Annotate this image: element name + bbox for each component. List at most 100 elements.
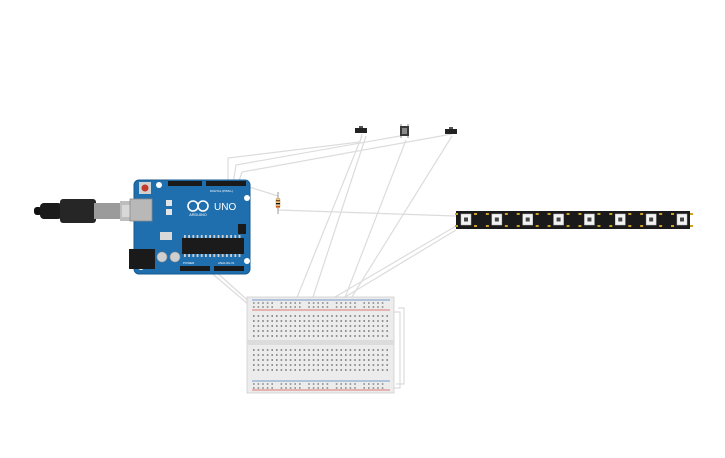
breadboard-hole xyxy=(266,349,269,351)
breadboard-hole xyxy=(322,335,324,337)
breadboard-hole xyxy=(386,335,388,337)
breadboard-hole xyxy=(354,302,356,304)
breadboard-hole xyxy=(377,354,379,356)
breadboard-hole xyxy=(262,302,264,304)
breadboard-hole xyxy=(331,364,333,366)
breadboard-hole xyxy=(289,320,292,322)
breadboard-hole xyxy=(271,335,273,337)
wire[interactable] xyxy=(311,135,367,301)
breadboard-hole xyxy=(354,387,356,389)
breadboard-hole xyxy=(299,335,301,337)
breadboard-hole xyxy=(331,325,333,327)
slide-switch-icon[interactable] xyxy=(445,127,457,134)
led-pad xyxy=(455,225,458,227)
breadboard-hole xyxy=(381,359,384,361)
wire[interactable] xyxy=(277,209,457,217)
breadboard-hole xyxy=(285,364,287,366)
usb-jack xyxy=(129,198,153,222)
breadboard-hole xyxy=(335,302,338,304)
breadboard-hole xyxy=(386,325,388,327)
breadboard-hole xyxy=(340,354,342,356)
breadboard-hole xyxy=(349,359,352,361)
breadboard-hole xyxy=(386,369,388,371)
breadboard-hole xyxy=(299,315,301,317)
microcontroller-chip xyxy=(182,238,244,254)
reset-button-icon[interactable] xyxy=(139,182,151,194)
breadboard-hole xyxy=(358,320,361,322)
power-label: POWER xyxy=(183,261,195,265)
led-die xyxy=(587,217,592,222)
breadboard-hole xyxy=(253,335,255,337)
breadboard-hole xyxy=(358,369,361,371)
breadboard-hole xyxy=(253,383,255,385)
wire[interactable] xyxy=(232,135,401,185)
pushbutton-icon[interactable] xyxy=(400,124,409,138)
breadboard-hole xyxy=(372,364,375,366)
breadboard-hole xyxy=(377,335,379,337)
breadboard-hole xyxy=(340,325,342,327)
breadboard-hole xyxy=(340,320,342,322)
crystal xyxy=(160,232,172,240)
breadboard-hole xyxy=(276,325,278,327)
wire[interactable] xyxy=(329,225,457,301)
breadboard-hole xyxy=(312,315,315,317)
mounting-hole xyxy=(244,195,250,201)
breadboard-hole xyxy=(303,359,306,361)
led-pad xyxy=(609,213,613,215)
breadboard-hole xyxy=(349,369,352,371)
resistor-icon[interactable] xyxy=(275,192,281,214)
breadboard-hole xyxy=(349,330,352,332)
breadboard-hole xyxy=(354,320,356,322)
breadboard-hole xyxy=(345,369,347,371)
breadboard-hole xyxy=(326,387,329,389)
led-pad xyxy=(597,213,601,215)
arduino-uno-board[interactable]: ARDUINO UNO DIGITAL (PWM~) POWER ANALOG … xyxy=(129,179,251,275)
breadboard[interactable] xyxy=(246,296,395,394)
led-indicator xyxy=(166,209,172,215)
breadboard-hole xyxy=(363,325,365,327)
breadboard-hole xyxy=(363,315,365,317)
wire[interactable] xyxy=(394,311,401,389)
breadboard-hole xyxy=(266,325,269,327)
breadboard-hole xyxy=(308,330,310,332)
led-die xyxy=(494,217,499,222)
wire[interactable] xyxy=(295,135,363,301)
led-pad xyxy=(659,225,663,227)
wire[interactable] xyxy=(343,139,407,301)
breadboard-hole xyxy=(340,330,342,332)
power-rails xyxy=(252,299,390,391)
breadboard-hole xyxy=(262,369,264,371)
breadboard-hole xyxy=(345,302,347,304)
breadboard-hole xyxy=(257,354,260,356)
breadboard-hole xyxy=(386,315,388,317)
breadboard-hole xyxy=(372,330,375,332)
led-pad xyxy=(566,213,570,215)
wire[interactable] xyxy=(349,135,453,301)
breadboard-hole xyxy=(299,349,301,351)
breadboard-hole xyxy=(386,359,388,361)
breadboard-hole xyxy=(317,369,319,371)
breadboard-hole xyxy=(335,354,338,356)
slide-switch-icon[interactable] xyxy=(355,126,367,133)
led-pad xyxy=(455,213,458,215)
led-pad xyxy=(609,225,613,227)
breadboard-hole xyxy=(266,302,269,304)
wire[interactable] xyxy=(207,269,249,305)
breadboard-hole xyxy=(262,320,264,322)
breadboard-hole xyxy=(280,320,283,322)
neopixel-strip-icon[interactable] xyxy=(455,211,693,229)
breadboard-hole xyxy=(349,349,352,351)
breadboard-hole xyxy=(312,325,315,327)
breadboard-hole xyxy=(322,369,324,371)
breadboard-hole xyxy=(345,387,347,389)
wire[interactable] xyxy=(227,133,363,184)
wire[interactable] xyxy=(245,185,279,197)
led-pad xyxy=(504,225,508,227)
breadboard-hole xyxy=(308,315,310,317)
breadboard-hole xyxy=(280,364,283,366)
led-pad xyxy=(671,225,674,227)
breadboard-hole xyxy=(368,320,370,322)
wire[interactable] xyxy=(339,229,457,301)
usb-cable-icon[interactable] xyxy=(34,199,136,223)
